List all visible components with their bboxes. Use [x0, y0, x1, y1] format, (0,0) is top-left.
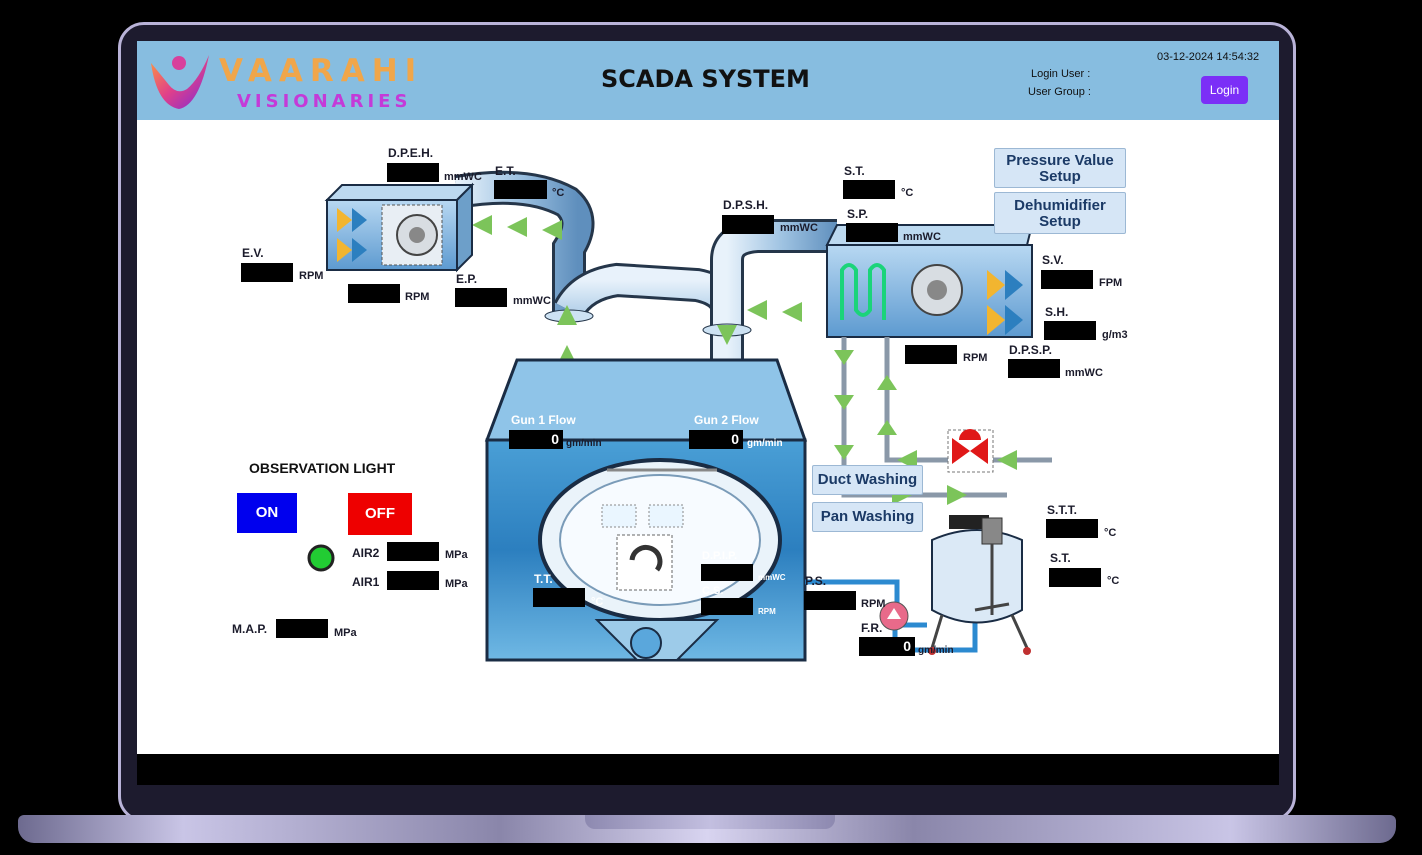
tank-st-label: S.T. — [1050, 551, 1071, 565]
sh-unit: g/m3 — [1102, 329, 1128, 341]
supply-duct — [710, 219, 837, 370]
tank-st-value — [1049, 568, 1101, 587]
sp-unit: mmWC — [903, 231, 941, 243]
gun2-flow-value: 0 — [689, 430, 743, 449]
ep-unit: mmWC — [513, 295, 551, 307]
ps-value — [804, 591, 856, 610]
duct-washing-button[interactable]: Duct Washing — [812, 465, 923, 495]
stt-unit: °C — [1104, 527, 1117, 539]
sp-value — [846, 223, 898, 242]
tank-st-unit: °C — [1107, 575, 1120, 587]
gun1-flow-value: 0 — [509, 430, 563, 449]
login-button[interactable]: Login — [1201, 76, 1248, 104]
sh-label: S.H. — [1045, 305, 1069, 319]
map-unit: MPa — [334, 627, 357, 639]
pressure-value-setup-button[interactable]: Pressure Value Setup — [994, 148, 1126, 188]
stt-value — [1046, 519, 1098, 538]
dehumidifier-setup-button[interactable]: Dehumidifier Setup — [994, 192, 1126, 234]
supply-fan-speed-unit: RPM — [963, 352, 988, 364]
sh-value — [1044, 321, 1096, 340]
fr-value: 0 — [859, 637, 915, 656]
user-group-label: User Group : — [1028, 86, 1091, 98]
light-off-button[interactable]: OFF — [348, 493, 412, 535]
login-user-label: Login User : — [1031, 68, 1091, 80]
ep-label: E.P. — [456, 272, 478, 286]
et-value — [494, 180, 547, 199]
solution-tank — [928, 515, 1031, 655]
air1-label: AIR1 — [352, 575, 380, 589]
supply-unit — [825, 224, 1034, 338]
ev-unit: RPM — [299, 270, 324, 282]
ps-label: P.S. — [805, 574, 827, 588]
dpip-value — [701, 564, 753, 581]
ev-value — [241, 263, 293, 282]
tt-value — [533, 588, 585, 607]
dpsp-unit: mmWC — [1065, 367, 1103, 379]
brand-tagline: VISIONARIES — [237, 91, 412, 112]
process-diagram — [307, 170, 1052, 662]
dpsh-value — [722, 215, 774, 234]
exhaust-fan-speed-unit: RPM — [405, 291, 430, 303]
gun1-flow-label: Gun 1 Flow — [511, 413, 576, 427]
page-title: SCADA SYSTEM — [601, 65, 810, 93]
dpeh-label: D.P.E.H. — [388, 146, 434, 160]
ep-value — [455, 288, 507, 307]
gun1-flow-unit: gm/min — [566, 438, 602, 449]
et-label: E.T. — [495, 164, 516, 178]
stt-label: S.T.T. — [1047, 503, 1078, 517]
ps-unit: RPM — [861, 598, 886, 610]
observation-light-title: OBSERVATION LIGHT — [249, 460, 396, 476]
supply-fan-speed-value — [905, 345, 957, 364]
dpeh-value — [387, 163, 439, 182]
footer-bar — [137, 754, 1279, 785]
air2-label: AIR2 — [352, 546, 380, 560]
air1-value — [387, 571, 439, 590]
cs-value — [701, 598, 753, 615]
dpeh-unit: mmWC — [444, 171, 482, 183]
dpip-unit: mmWC — [758, 573, 786, 582]
exhaust-fan-speed-value — [348, 284, 400, 303]
sp-label: S.P. — [847, 207, 869, 221]
light-on-button[interactable]: ON — [237, 493, 297, 533]
tt-label: T.T. — [534, 572, 553, 586]
cs-label: C.S. — [702, 585, 724, 597]
coating-pan-machine — [484, 358, 808, 662]
sv-value — [1041, 270, 1093, 289]
air2-unit: MPa — [445, 549, 468, 561]
brand-name: VAARAHI — [219, 53, 424, 89]
fr-label: F.R. — [861, 621, 883, 635]
control-valve-icon — [947, 429, 994, 473]
laptop-notch — [585, 815, 835, 829]
air1-unit: MPa — [445, 578, 468, 590]
map-value — [276, 619, 328, 638]
gun2-flow-label: Gun 2 Flow — [694, 413, 759, 427]
dpsp-value — [1008, 359, 1060, 378]
datetime-display: 03-12-2024 14:54:32 — [1157, 51, 1260, 63]
fr-unit: gm/min — [918, 645, 954, 656]
dpsh-label: D.P.S.H. — [723, 198, 769, 212]
dpsh-unit: mmWC — [780, 222, 818, 234]
map-label: M.A.P. — [232, 622, 268, 636]
gun2-flow-unit: gm/min — [747, 438, 783, 449]
ev-label: E.V. — [242, 246, 264, 260]
sv-label: S.V. — [1042, 253, 1064, 267]
sv-unit: FPM — [1099, 277, 1123, 289]
exhaust-unit — [324, 182, 475, 273]
pan-washing-button[interactable]: Pan Washing — [812, 502, 923, 532]
et-unit: °C — [552, 187, 565, 199]
st-unit: °C — [901, 187, 914, 199]
dpip-label: D.P.I.P. — [702, 550, 738, 562]
header-bar: VAARAHI VISIONARIES SCADA SYSTEM Login U… — [137, 41, 1279, 120]
air2-value — [387, 542, 439, 561]
cs-unit: RPM — [758, 607, 776, 616]
peristaltic-pump-icon — [879, 601, 909, 631]
observation-indicator-light — [307, 544, 335, 572]
dpsp-label: D.P.S.P. — [1009, 343, 1052, 357]
st-label: S.T. — [844, 164, 865, 178]
brand-logo-icon — [151, 55, 209, 109]
scada-screen: VAARAHI VISIONARIES SCADA SYSTEM Login U… — [137, 41, 1279, 785]
st-value — [843, 180, 895, 199]
tt-unit: °C — [591, 596, 604, 608]
